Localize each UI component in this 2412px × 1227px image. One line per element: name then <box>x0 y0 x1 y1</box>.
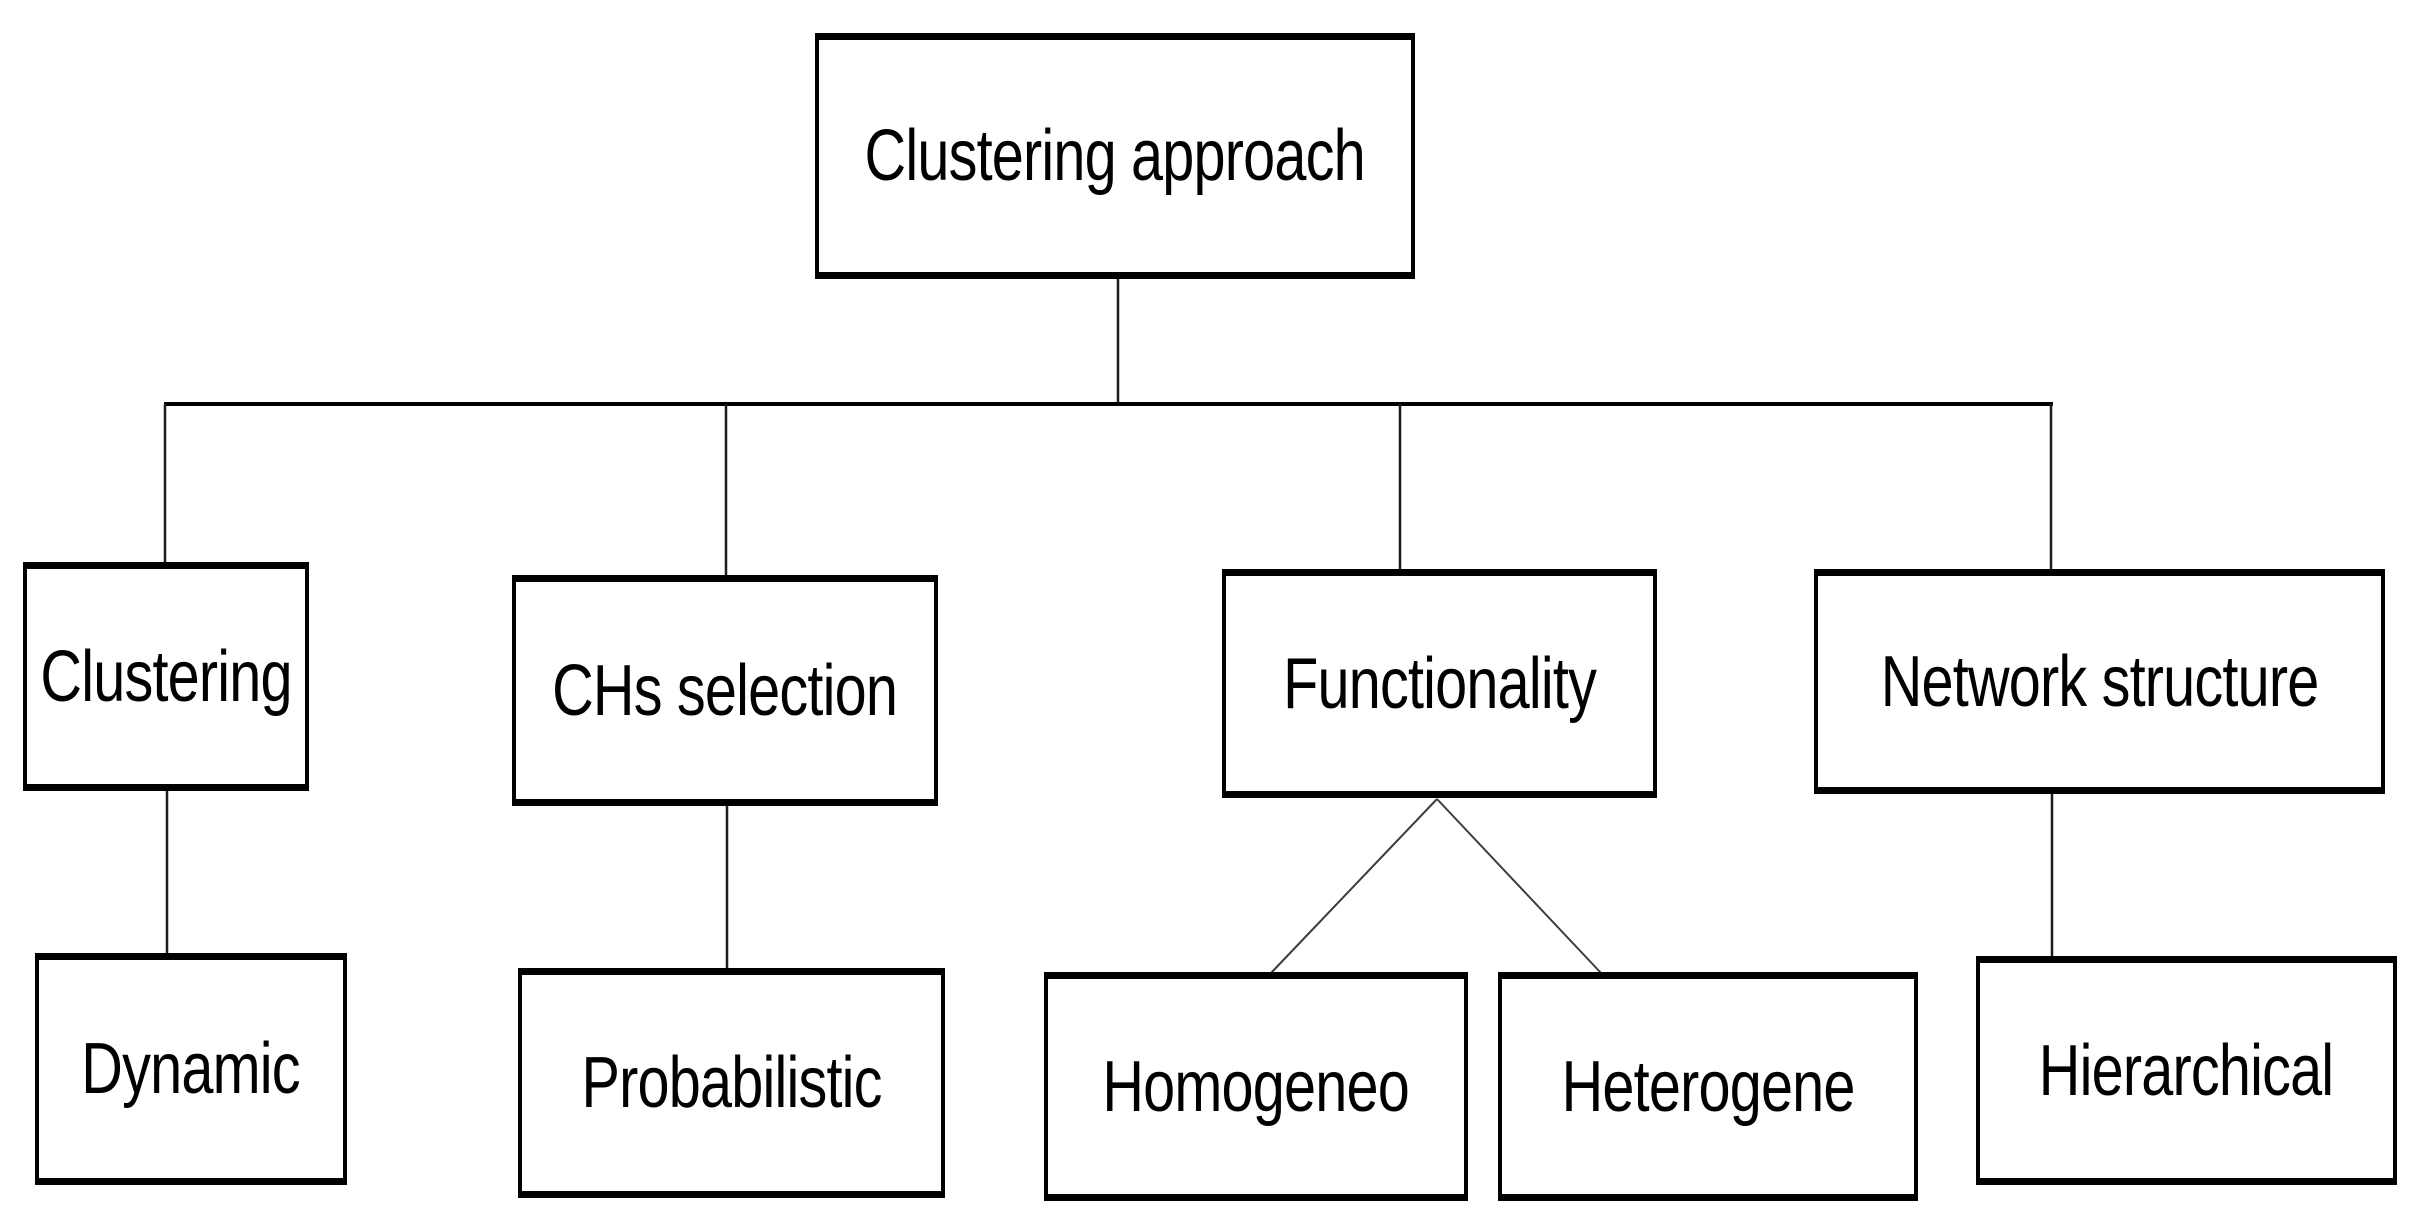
node-clustering-label: Clustering <box>40 636 292 717</box>
node-chs-selection-label: CHs selection <box>552 650 899 731</box>
edge-functionality-to-homogeneo <box>1270 798 1438 974</box>
node-homogeneo: Homogeneo <box>1044 972 1468 1201</box>
edge-functionality-to-heterogene <box>1436 798 1602 974</box>
node-clustering: Clustering <box>23 562 309 791</box>
node-heterogene: Heterogene <box>1498 972 1918 1201</box>
node-chs-selection: CHs selection <box>512 575 938 806</box>
node-probabilistic: Probabilistic <box>518 968 945 1198</box>
node-clustering-approach-label: Clustering approach <box>864 116 1366 196</box>
node-hierarchical-label: Hierarchical <box>2039 1030 2334 1111</box>
node-network-structure: Network structure <box>1814 569 2385 794</box>
node-hierarchical: Hierarchical <box>1976 956 2397 1185</box>
node-heterogene-label: Heterogene <box>1561 1046 1855 1127</box>
node-homogeneo-label: Homogeneo <box>1102 1046 1410 1127</box>
node-functionality: Functionality <box>1222 569 1657 798</box>
node-functionality-label: Functionality <box>1283 643 1597 724</box>
node-dynamic-label: Dynamic <box>81 1029 301 1109</box>
node-clustering-approach: Clustering approach <box>815 33 1415 279</box>
node-network-structure-label: Network structure <box>1880 641 2320 722</box>
node-dynamic: Dynamic <box>35 953 347 1185</box>
node-probabilistic-label: Probabilistic <box>581 1043 882 1123</box>
